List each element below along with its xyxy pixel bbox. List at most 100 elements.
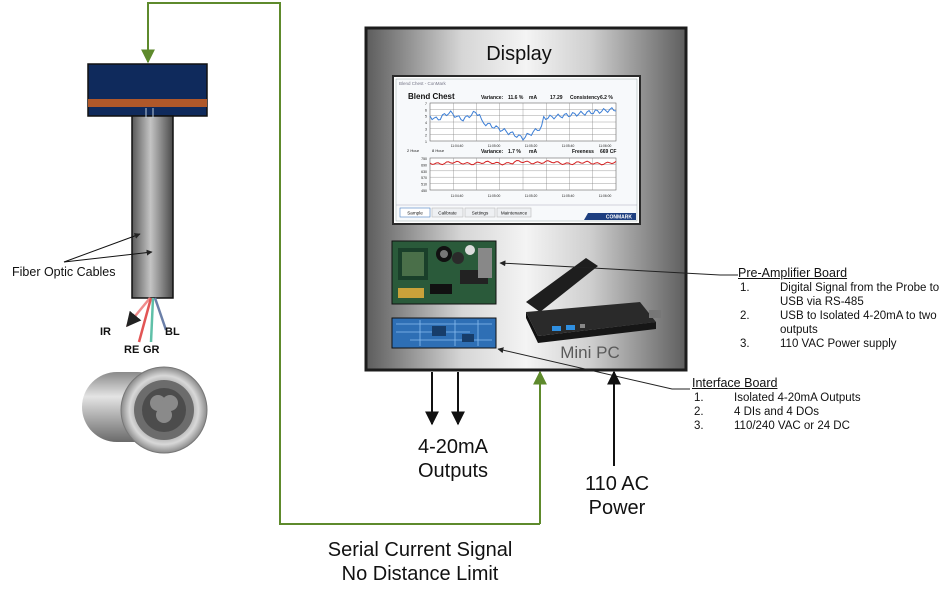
chart-2-ytick: 510 [421, 183, 427, 187]
screen-tab-label: Settings [472, 211, 489, 216]
chart-1-xtick: 11:05:40 [562, 144, 575, 148]
chart-1-xtick: 11:06:00 [599, 144, 612, 148]
outputs-line-2: Outputs [417, 460, 489, 482]
chart-1-xtick: 11:04:40 [451, 144, 464, 148]
mini-pc-label: Mini PC [560, 343, 620, 362]
chart-2-line [429, 159, 617, 166]
c1-consistency-label: Consistency [570, 95, 600, 101]
chart-2-xtick: 11:04:40 [451, 194, 464, 198]
chart-1-ytick: 4 [425, 121, 427, 125]
fiber-bl-label: BL [165, 326, 180, 338]
chart-2-ytick: 690 [421, 163, 427, 167]
c2-variance-label: Variance: [481, 149, 504, 155]
preamp-item: 1. Digital Signal from the Probe to USB v… [740, 281, 942, 309]
screen-tab[interactable] [431, 207, 464, 218]
c1-variance-label: Variance: [481, 95, 504, 101]
c2-freeness-label: Freeness [572, 149, 594, 155]
chart-2-ytick: 630 [421, 170, 427, 174]
preamp-item-num: 3. [740, 338, 750, 350]
probe [87, 63, 208, 299]
interface-item: 1. Isolated 4-20mA Outputs [694, 391, 909, 405]
preamp-item-text: Digital Signal from the Probe to USB via… [780, 282, 940, 308]
outputs-label: 4-20mA Outputs [393, 435, 513, 483]
display-screen [392, 75, 641, 225]
fiber-re-label: RE [124, 344, 139, 356]
chart-2-plot [429, 157, 617, 191]
mini-pc [526, 258, 661, 343]
interface-item-num: 3. [694, 420, 704, 432]
c2-ma-label: mA [529, 149, 537, 155]
interface-item-num: 2. [694, 406, 704, 418]
conmark-logo-text: CONMARK [606, 215, 632, 221]
chart-1-ytick: 6 [425, 108, 427, 112]
interface-title: Interface Board [692, 376, 778, 390]
screen-tab-label: Maintenance [501, 211, 528, 216]
preamp-item-num: 2. [740, 310, 750, 322]
chart-1-plot [429, 102, 617, 142]
power-line-1: 110 AC [584, 473, 650, 495]
fiber-ir-label: IR [100, 326, 111, 338]
chart-1-line [429, 106, 617, 141]
fiber-callout-lines [63, 233, 153, 263]
interface-item-text: 4 DIs and 4 DOs [734, 406, 820, 418]
chart-1-ytick: 5 [425, 115, 427, 119]
interface-board [391, 317, 497, 349]
power-label: 110 AC Power [562, 472, 672, 520]
screen-tab[interactable] [464, 207, 496, 218]
screen-texts: Blend Chest - ConMark Blend Chest Varian… [399, 81, 632, 221]
display-title: Display [486, 43, 552, 65]
chart-1-ytick: 3 [425, 127, 427, 131]
pre-amplifier-board [391, 240, 497, 305]
screen-tabs: Sample Calibrate Settings Maintenance [399, 207, 532, 218]
preamp-item-num: 1. [740, 282, 750, 294]
chart-2-ytick: 450 [421, 189, 427, 193]
screen-tab-label: Calibrate [438, 211, 457, 216]
probe-tip [82, 366, 208, 454]
chart-2-xtick: 11:05:00 [488, 194, 501, 198]
chart-2-xtick: 11:05:40 [562, 194, 575, 198]
output-arrows [425, 372, 465, 426]
serial-line-1: Serial Current Signal [327, 539, 513, 561]
preamp-item-text: USB to Isolated 4-20mA to two outputs [780, 310, 937, 336]
screen-tab[interactable] [399, 207, 431, 218]
window-title: Blend Chest - ConMark [399, 81, 447, 86]
screen-tab-label: Sample [407, 211, 423, 216]
screen-tab[interactable] [496, 207, 532, 218]
interface-item: 3. 110/240 VAC or 24 DC [694, 419, 909, 433]
c1-ma-label: mA [529, 95, 537, 101]
chart-2-ytick: 570 [421, 176, 427, 180]
c1-consistency: 6.2 % [600, 95, 613, 101]
c2-variance: 1.7 % [508, 149, 521, 155]
outputs-line-1: 4-20mA [417, 436, 489, 458]
c1-variance: 11.6 % [508, 95, 524, 101]
serial-line-2: No Distance Limit [341, 563, 499, 585]
serial-signal-label: Serial Current Signal No Distance Limit [300, 538, 540, 586]
c2-hour1: 2 Hour [407, 148, 420, 153]
chart-1-ytick: 7 [425, 102, 427, 106]
preamp-item: 2. USB to Isolated 4-20mA to two outputs [740, 309, 942, 337]
pointer-lines [497, 260, 738, 390]
chart-1-xtick: 11:05:20 [525, 144, 538, 148]
interface-item-num: 1. [694, 392, 704, 404]
preamp-title: Pre-Amplifier Board [738, 266, 848, 280]
conmark-logo-shape [584, 213, 636, 220]
interface-item-text: Isolated 4-20mA Outputs [734, 392, 861, 404]
fiber-strands [126, 297, 168, 343]
panel-title: Blend Chest [408, 92, 455, 101]
preamp-item: 3. 110 VAC Power supply [740, 337, 942, 351]
chart-2-ytick: 750 [421, 157, 427, 161]
chart-1-ytick: 2 [425, 134, 427, 138]
interface-item: 2. 4 DIs and 4 DOs [694, 405, 909, 419]
power-line-2: Power [588, 497, 646, 519]
fiber-optic-label: Fiber Optic Cables [12, 265, 116, 279]
chart-2-xtick: 11:05:20 [525, 194, 538, 198]
c2-hour2: 8 Hour [432, 148, 445, 153]
interface-item-text: 110/240 VAC or 24 DC [734, 420, 850, 432]
preamp-item-text: 110 VAC Power supply [780, 338, 897, 350]
c2-freeness: 669 CF [600, 149, 616, 155]
chart-1-ytick: 1 [425, 140, 427, 144]
chart-2-xtick: 11:06:00 [599, 194, 612, 198]
preamp-list: 1. Digital Signal from the Probe to USB v… [740, 281, 942, 351]
c1-ma: 17.29 [550, 95, 563, 101]
